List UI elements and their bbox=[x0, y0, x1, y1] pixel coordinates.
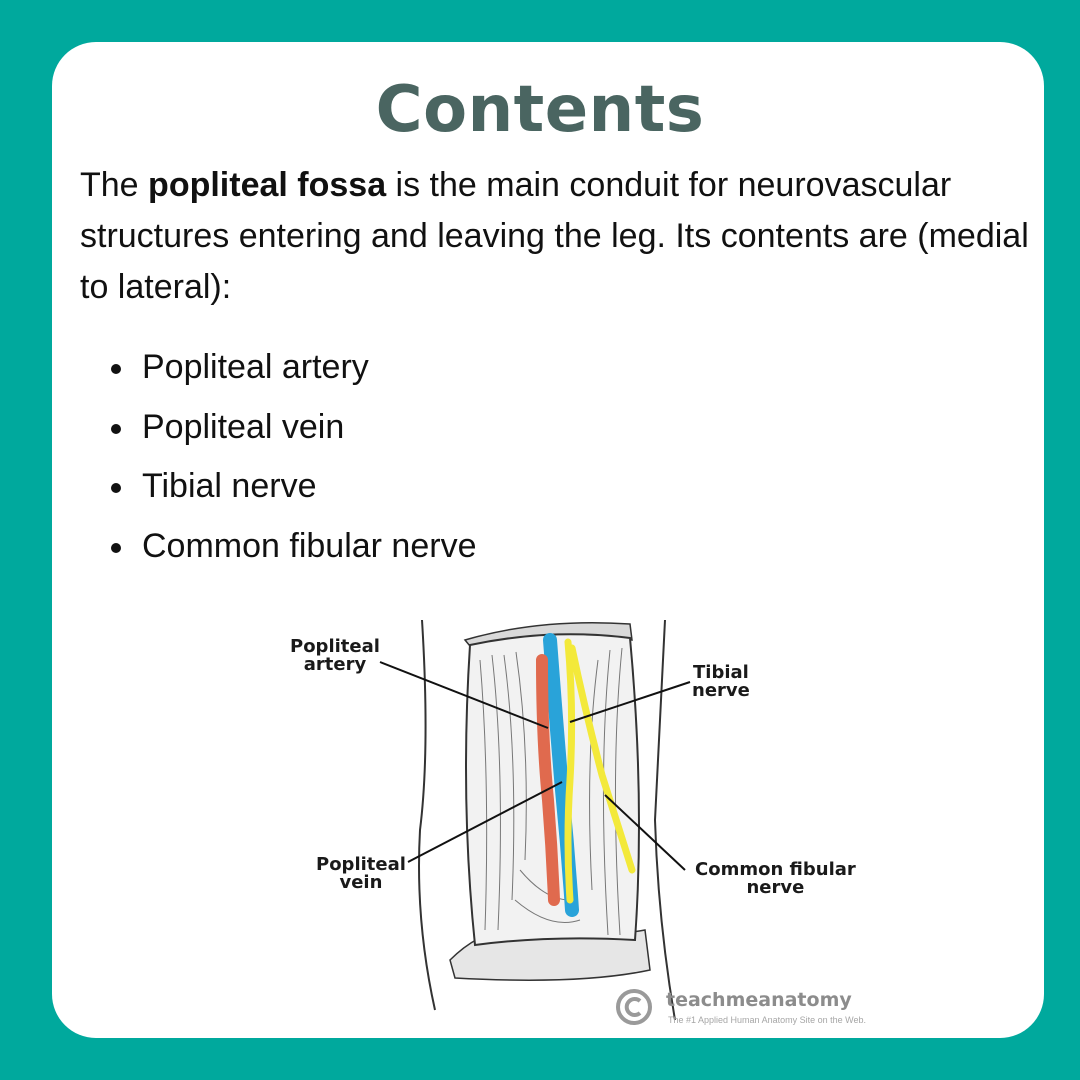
popliteal-fossa-illustration bbox=[379, 619, 691, 1021]
list-item-label: Tibial nerve bbox=[142, 467, 317, 505]
bullet-icon bbox=[111, 364, 121, 374]
label-line: nerve bbox=[692, 680, 750, 701]
popliteal-artery-shape bbox=[536, 654, 560, 906]
list-item: Popliteal vein bbox=[110, 398, 476, 458]
bullet-icon bbox=[111, 423, 121, 434]
leader-line-tibial bbox=[569, 681, 691, 723]
label-common-fibular-nerve: Common fibular nerve bbox=[695, 861, 856, 897]
leg-outline-right bbox=[653, 619, 676, 1021]
intro-paragraph: The popliteal fossa is the main conduit … bbox=[80, 160, 1050, 313]
intro-bold-term: popliteal fossa bbox=[148, 166, 387, 204]
label-line: vein bbox=[339, 872, 383, 893]
label-line: Tibial bbox=[693, 662, 749, 683]
bullet-icon bbox=[111, 542, 121, 553]
teachmeanatomy-logo-icon bbox=[616, 989, 652, 1025]
leader-line-fibular bbox=[604, 794, 686, 871]
tibial-nerve-shape bbox=[564, 638, 576, 904]
list-item-label: Popliteal artery bbox=[142, 348, 369, 386]
watermark: teachmeanatomy The #1 Applied Human Anat… bbox=[612, 985, 912, 1029]
label-line: Popliteal bbox=[316, 854, 406, 875]
contents-list: Popliteal artery Popliteal vein Tibial n… bbox=[110, 338, 476, 576]
watermark-name: teachmeanatomy bbox=[666, 989, 852, 1011]
watermark-tagline: The #1 Applied Human Anatomy Site on the… bbox=[668, 1015, 866, 1025]
label-line: artery bbox=[303, 654, 367, 675]
list-item: Tibial nerve bbox=[110, 457, 476, 517]
label-tibial-nerve: Tibial nerve bbox=[692, 664, 750, 700]
label-popliteal-artery: Popliteal artery bbox=[290, 638, 380, 674]
bullet-icon bbox=[111, 483, 121, 493]
intro-text-after: is the main conduit for neurovascular st… bbox=[80, 166, 1029, 306]
label-popliteal-vein: Popliteal vein bbox=[316, 856, 406, 892]
common-fibular-nerve-shape bbox=[568, 644, 636, 874]
label-line: Common fibular bbox=[695, 859, 856, 880]
label-line: nerve bbox=[746, 877, 805, 898]
list-item-label: Common fibular nerve bbox=[142, 526, 477, 565]
leader-line-artery bbox=[379, 661, 549, 729]
page-title: Contents bbox=[375, 73, 705, 147]
leader-line-vein bbox=[407, 781, 563, 863]
list-item: Popliteal artery bbox=[110, 338, 476, 398]
leg-outline-left bbox=[418, 619, 436, 1011]
intro-text-before: The bbox=[80, 166, 149, 204]
label-line: Popliteal bbox=[290, 636, 380, 657]
anatomy-figure: Popliteal artery Tibial nerve Popliteal … bbox=[280, 600, 900, 1030]
list-item: Common fibular nerve bbox=[110, 517, 476, 577]
list-item-label: Popliteal vein bbox=[142, 407, 345, 446]
